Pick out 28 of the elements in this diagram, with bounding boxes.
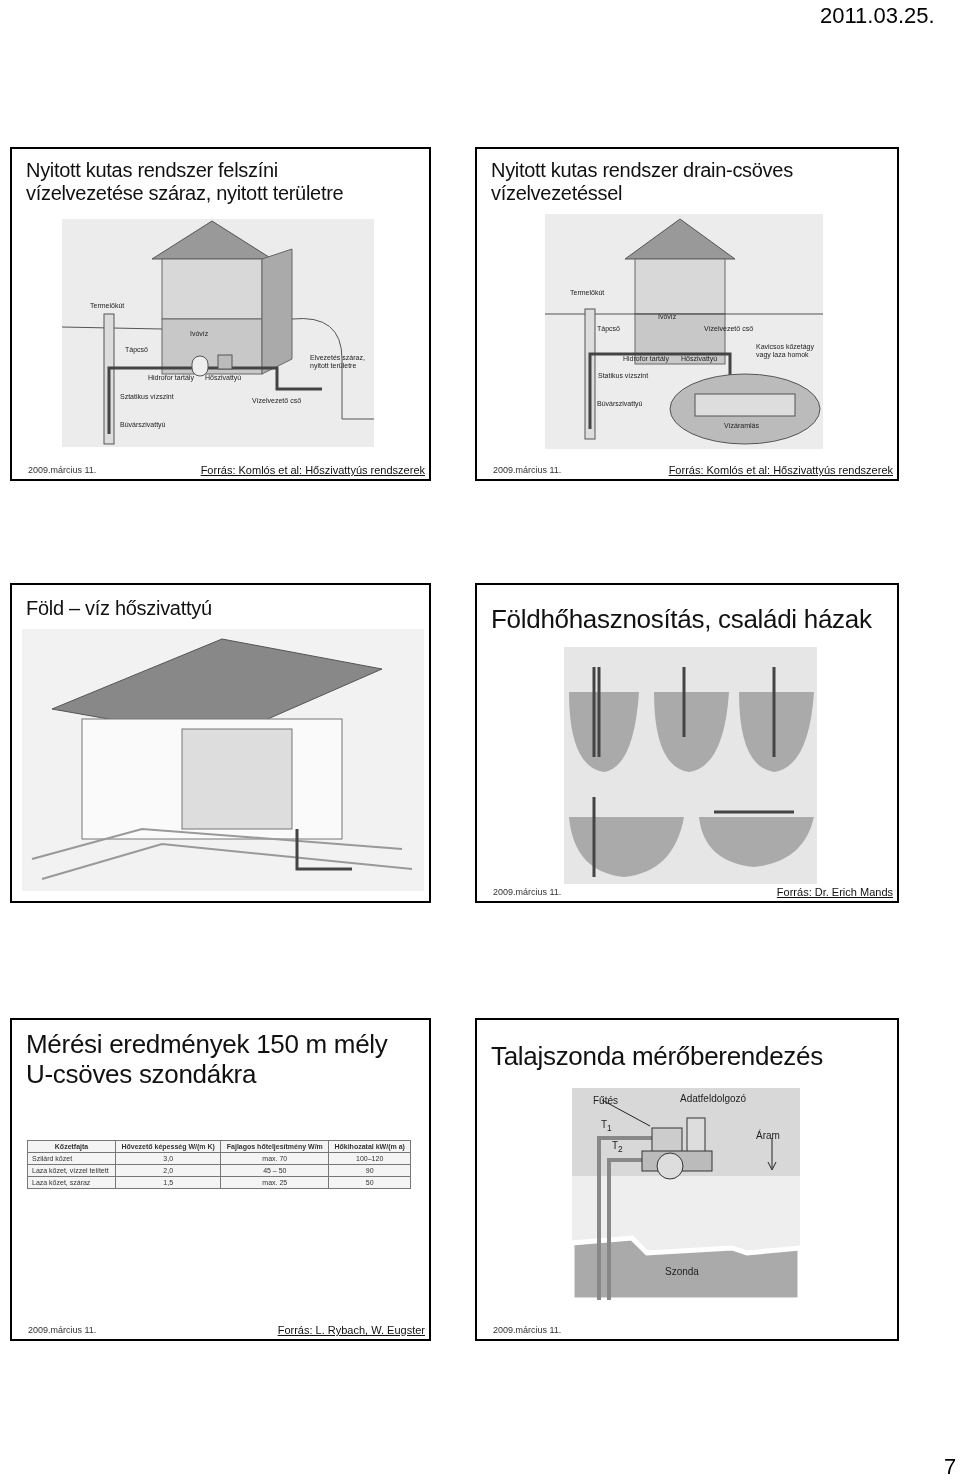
date-text: 2009.március 11. (493, 465, 562, 475)
part-label: T$_{1}$ (601, 1119, 612, 1134)
slide-title: Nyitott kutas rendszer felszíni vízelvezetése száraz, nyitott területre (26, 159, 345, 205)
slide-title: Nyitott kutas rendszer drain-csöves vízelvezetéssel (491, 159, 794, 205)
part-label: Fűtés (593, 1095, 618, 1106)
slide-title: Földhőhasznosítás, családi házak (491, 605, 873, 635)
slide-title: Föld – víz hőszivattyú (26, 597, 213, 620)
slide-frame (475, 147, 899, 481)
slide-title: Mérési eredmények 150 m mély U-csöves szondákra (26, 1030, 389, 1090)
part-label: Szonda (665, 1266, 699, 1277)
slide-title: Talajszonda mérőberendezés (491, 1042, 824, 1072)
date-text: 2009.március 11. (493, 1325, 562, 1335)
source-text: Forrás: Dr. Erich Mands (776, 886, 893, 898)
page-number: 7 (944, 1455, 957, 1480)
date-text: 2009.március 11. (493, 887, 562, 897)
slide-frame (475, 1018, 899, 1341)
part-label: T$_{2}$ (612, 1140, 623, 1155)
date-text: 2009.március 11. (28, 465, 97, 475)
source-text: Forrás: L. Rybach, W. Eugster (277, 1324, 425, 1336)
slide-frame (10, 583, 431, 903)
part-label: Adatfeldolgozó (680, 1093, 747, 1104)
date-header: 2011.03.25. (820, 4, 935, 29)
slide-frame (475, 583, 899, 903)
date-text: 2009.március 11. (28, 1325, 97, 1335)
source-text: Forrás: Komlós et al: Hőszivattyús rendszerek (668, 464, 893, 476)
part-label: Áram (756, 1130, 780, 1141)
source-text: Forrás: Komlós et al: Hőszivattyús rendszerek (200, 464, 425, 476)
slide-frame (10, 147, 431, 481)
